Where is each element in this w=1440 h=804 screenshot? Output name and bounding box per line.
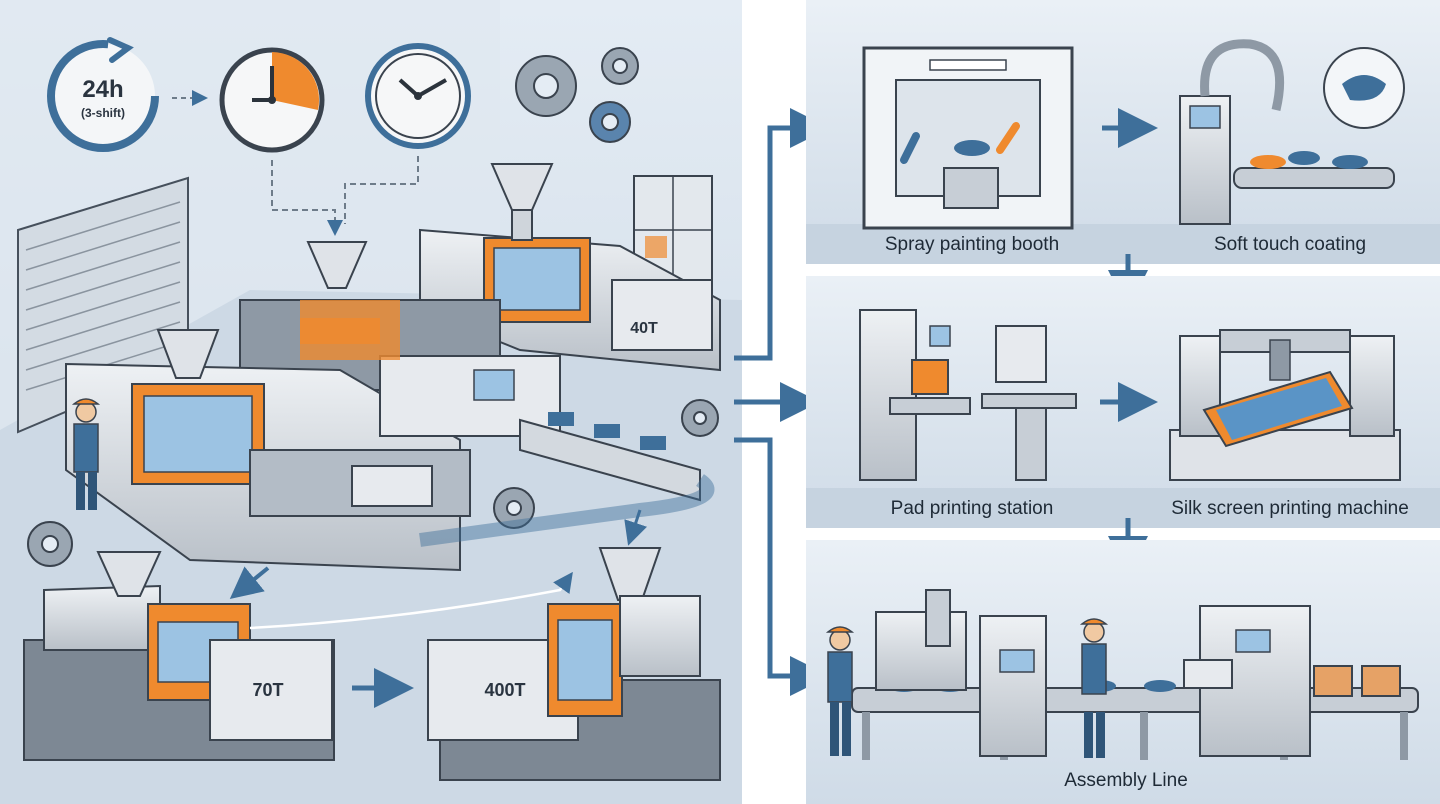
worker-icon <box>71 398 101 510</box>
panel-assembly <box>806 540 1440 804</box>
station-soft-touch-label: Soft touch coating <box>1213 234 1367 255</box>
station-assembly-label: Assembly Line <box>1064 770 1188 791</box>
soft-touch-machine <box>1179 39 1405 225</box>
box-icon <box>1313 665 1401 697</box>
conveyor-belt <box>419 412 715 547</box>
station-pad-label: Pad printing station <box>890 498 1054 519</box>
silk-screen-machine <box>1169 329 1401 481</box>
clock-icon <box>365 43 471 149</box>
machine-70t-label: 70T <box>252 680 284 700</box>
shift-clock-icon <box>47 37 159 152</box>
machine-40t-label: 40T <box>630 320 658 337</box>
panel-coating <box>806 0 1440 264</box>
injection-machine-400t <box>427 547 721 781</box>
arrow-icon <box>734 108 830 361</box>
shift-hours: 24h <box>82 76 124 103</box>
station-spray-label: Spray painting booth <box>884 234 1060 255</box>
spray-gun-icon <box>996 122 1020 154</box>
arrow-icon <box>734 437 830 696</box>
worker-icon <box>1079 618 1109 758</box>
shift-count: (3-shift) <box>81 106 125 120</box>
spray-booth <box>862 46 1074 230</box>
worker-icon <box>825 626 855 756</box>
clock-icon <box>219 47 325 153</box>
spray-gun-icon <box>900 132 920 164</box>
injection-machine-main <box>65 241 561 572</box>
injection-machine-70t <box>23 551 335 761</box>
machine-400t-label: 400T <box>484 680 526 700</box>
pad-printing-machine <box>859 309 1077 481</box>
panel-printing <box>806 276 1440 528</box>
station-silk-label: Silk screen printing machine <box>1171 498 1409 519</box>
gear-icon <box>27 47 719 567</box>
